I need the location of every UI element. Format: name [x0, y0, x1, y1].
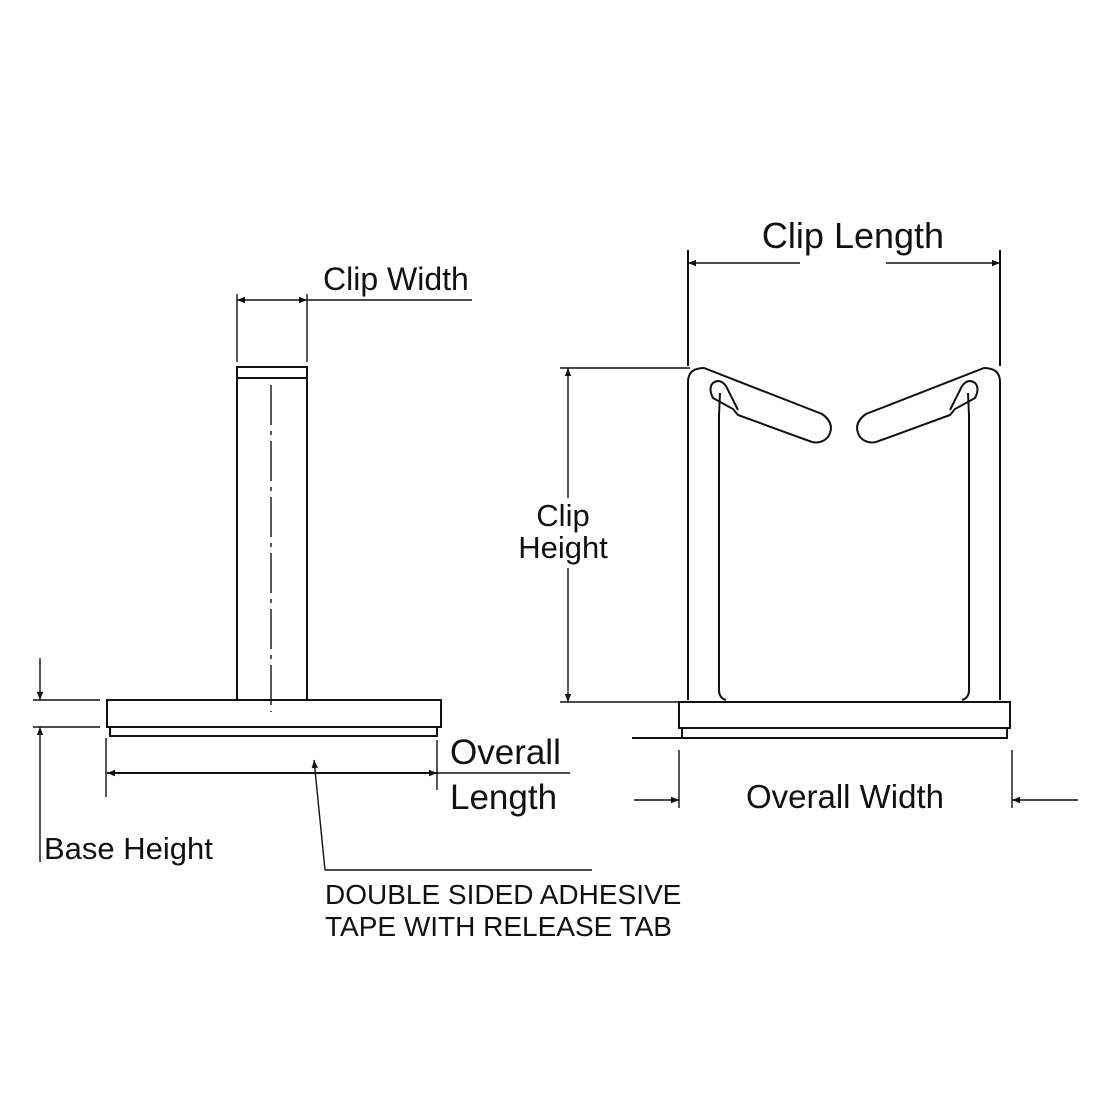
- base-height-label: Base Height: [44, 831, 213, 866]
- front-base: [678, 701, 1011, 729]
- clip-height-label-line1: Clip: [536, 498, 589, 533]
- clip-width-label: Clip Width: [323, 261, 469, 297]
- overall-width-label: Overall Width: [746, 778, 944, 815]
- tape-leader: [311, 759, 592, 871]
- front-view: [632, 366, 1011, 739]
- clip-length-dimension: [687, 250, 1001, 366]
- clip-height-label-line2: Height: [518, 530, 608, 565]
- overall-length-label-line1: Overall: [450, 733, 561, 772]
- clip-width-dimension: [236, 294, 472, 362]
- overall-length-dimension: [105, 738, 570, 797]
- tape-note-line2: TAPE WITH RELEASE TAB: [325, 911, 672, 942]
- adhesive-tape: [109, 726, 438, 737]
- overall-length-label-line2: Length: [450, 778, 557, 817]
- overall-width-dimension: [634, 750, 1078, 808]
- base-height-dimension: [33, 658, 100, 862]
- side-view: [106, 366, 442, 737]
- clip-right-arm: [856, 366, 1001, 700]
- clip-height-dimension: [560, 367, 690, 703]
- clip-left-arm: [687, 366, 832, 700]
- base: [106, 699, 442, 728]
- front-tape: [681, 727, 1008, 739]
- tape-note-line1: DOUBLE SIDED ADHESIVE: [325, 879, 681, 910]
- clip-length-label: Clip Length: [762, 215, 944, 256]
- clip-stem: [236, 366, 308, 701]
